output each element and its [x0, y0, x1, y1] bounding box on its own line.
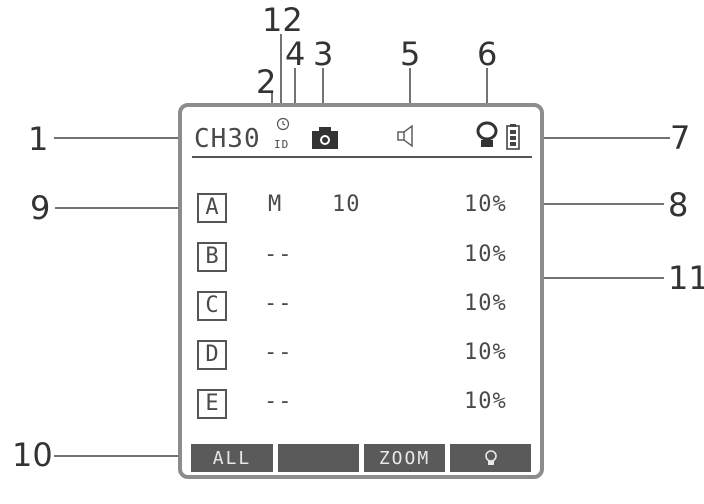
group-value: 10	[332, 192, 361, 217]
callout-7: 7	[670, 119, 691, 157]
group-power: 10%	[464, 340, 507, 365]
callout-8: 8	[668, 186, 689, 224]
group-mode: M	[268, 192, 283, 217]
softkey-zoom[interactable]: ZOOM	[364, 444, 445, 472]
clock-icon	[276, 117, 290, 131]
group-letter-box: A	[197, 193, 227, 223]
id-label: ID	[274, 138, 290, 151]
group-letter-box: D	[197, 340, 227, 370]
group-power: 10%	[464, 242, 507, 267]
callout-4: 4	[285, 35, 306, 73]
group-value: --	[264, 291, 293, 316]
callout-6: 6	[477, 35, 498, 73]
group-value: --	[264, 389, 293, 414]
callout-5: 5	[400, 35, 421, 73]
softkey-blank[interactable]	[278, 444, 359, 472]
lcd-screen	[178, 103, 544, 479]
group-power: 10%	[464, 192, 507, 217]
camera-icon	[312, 127, 338, 149]
flash-bulb-icon	[476, 121, 498, 147]
callout-11: 11	[668, 259, 704, 297]
callout-10: 10	[12, 436, 53, 474]
callout-3: 3	[313, 35, 334, 73]
battery-icon	[506, 124, 520, 150]
softkey-bulb[interactable]	[450, 444, 531, 472]
group-letter-box: E	[197, 389, 227, 419]
group-letter-box: B	[197, 242, 227, 272]
softkey-all[interactable]: ALL	[191, 444, 273, 472]
callout-2: 2	[256, 63, 277, 101]
group-power: 10%	[464, 291, 507, 316]
speaker-icon	[397, 124, 413, 148]
callout-12: 12	[262, 1, 303, 39]
bulb-icon	[484, 450, 497, 465]
group-value: --	[264, 242, 293, 267]
group-value: --	[264, 340, 293, 365]
group-power: 10%	[464, 389, 507, 414]
callout-9: 9	[30, 189, 51, 227]
channel-label: CH30	[194, 124, 261, 154]
group-letter-box: C	[197, 291, 227, 321]
header-divider	[192, 156, 532, 158]
callout-1: 1	[28, 120, 49, 158]
